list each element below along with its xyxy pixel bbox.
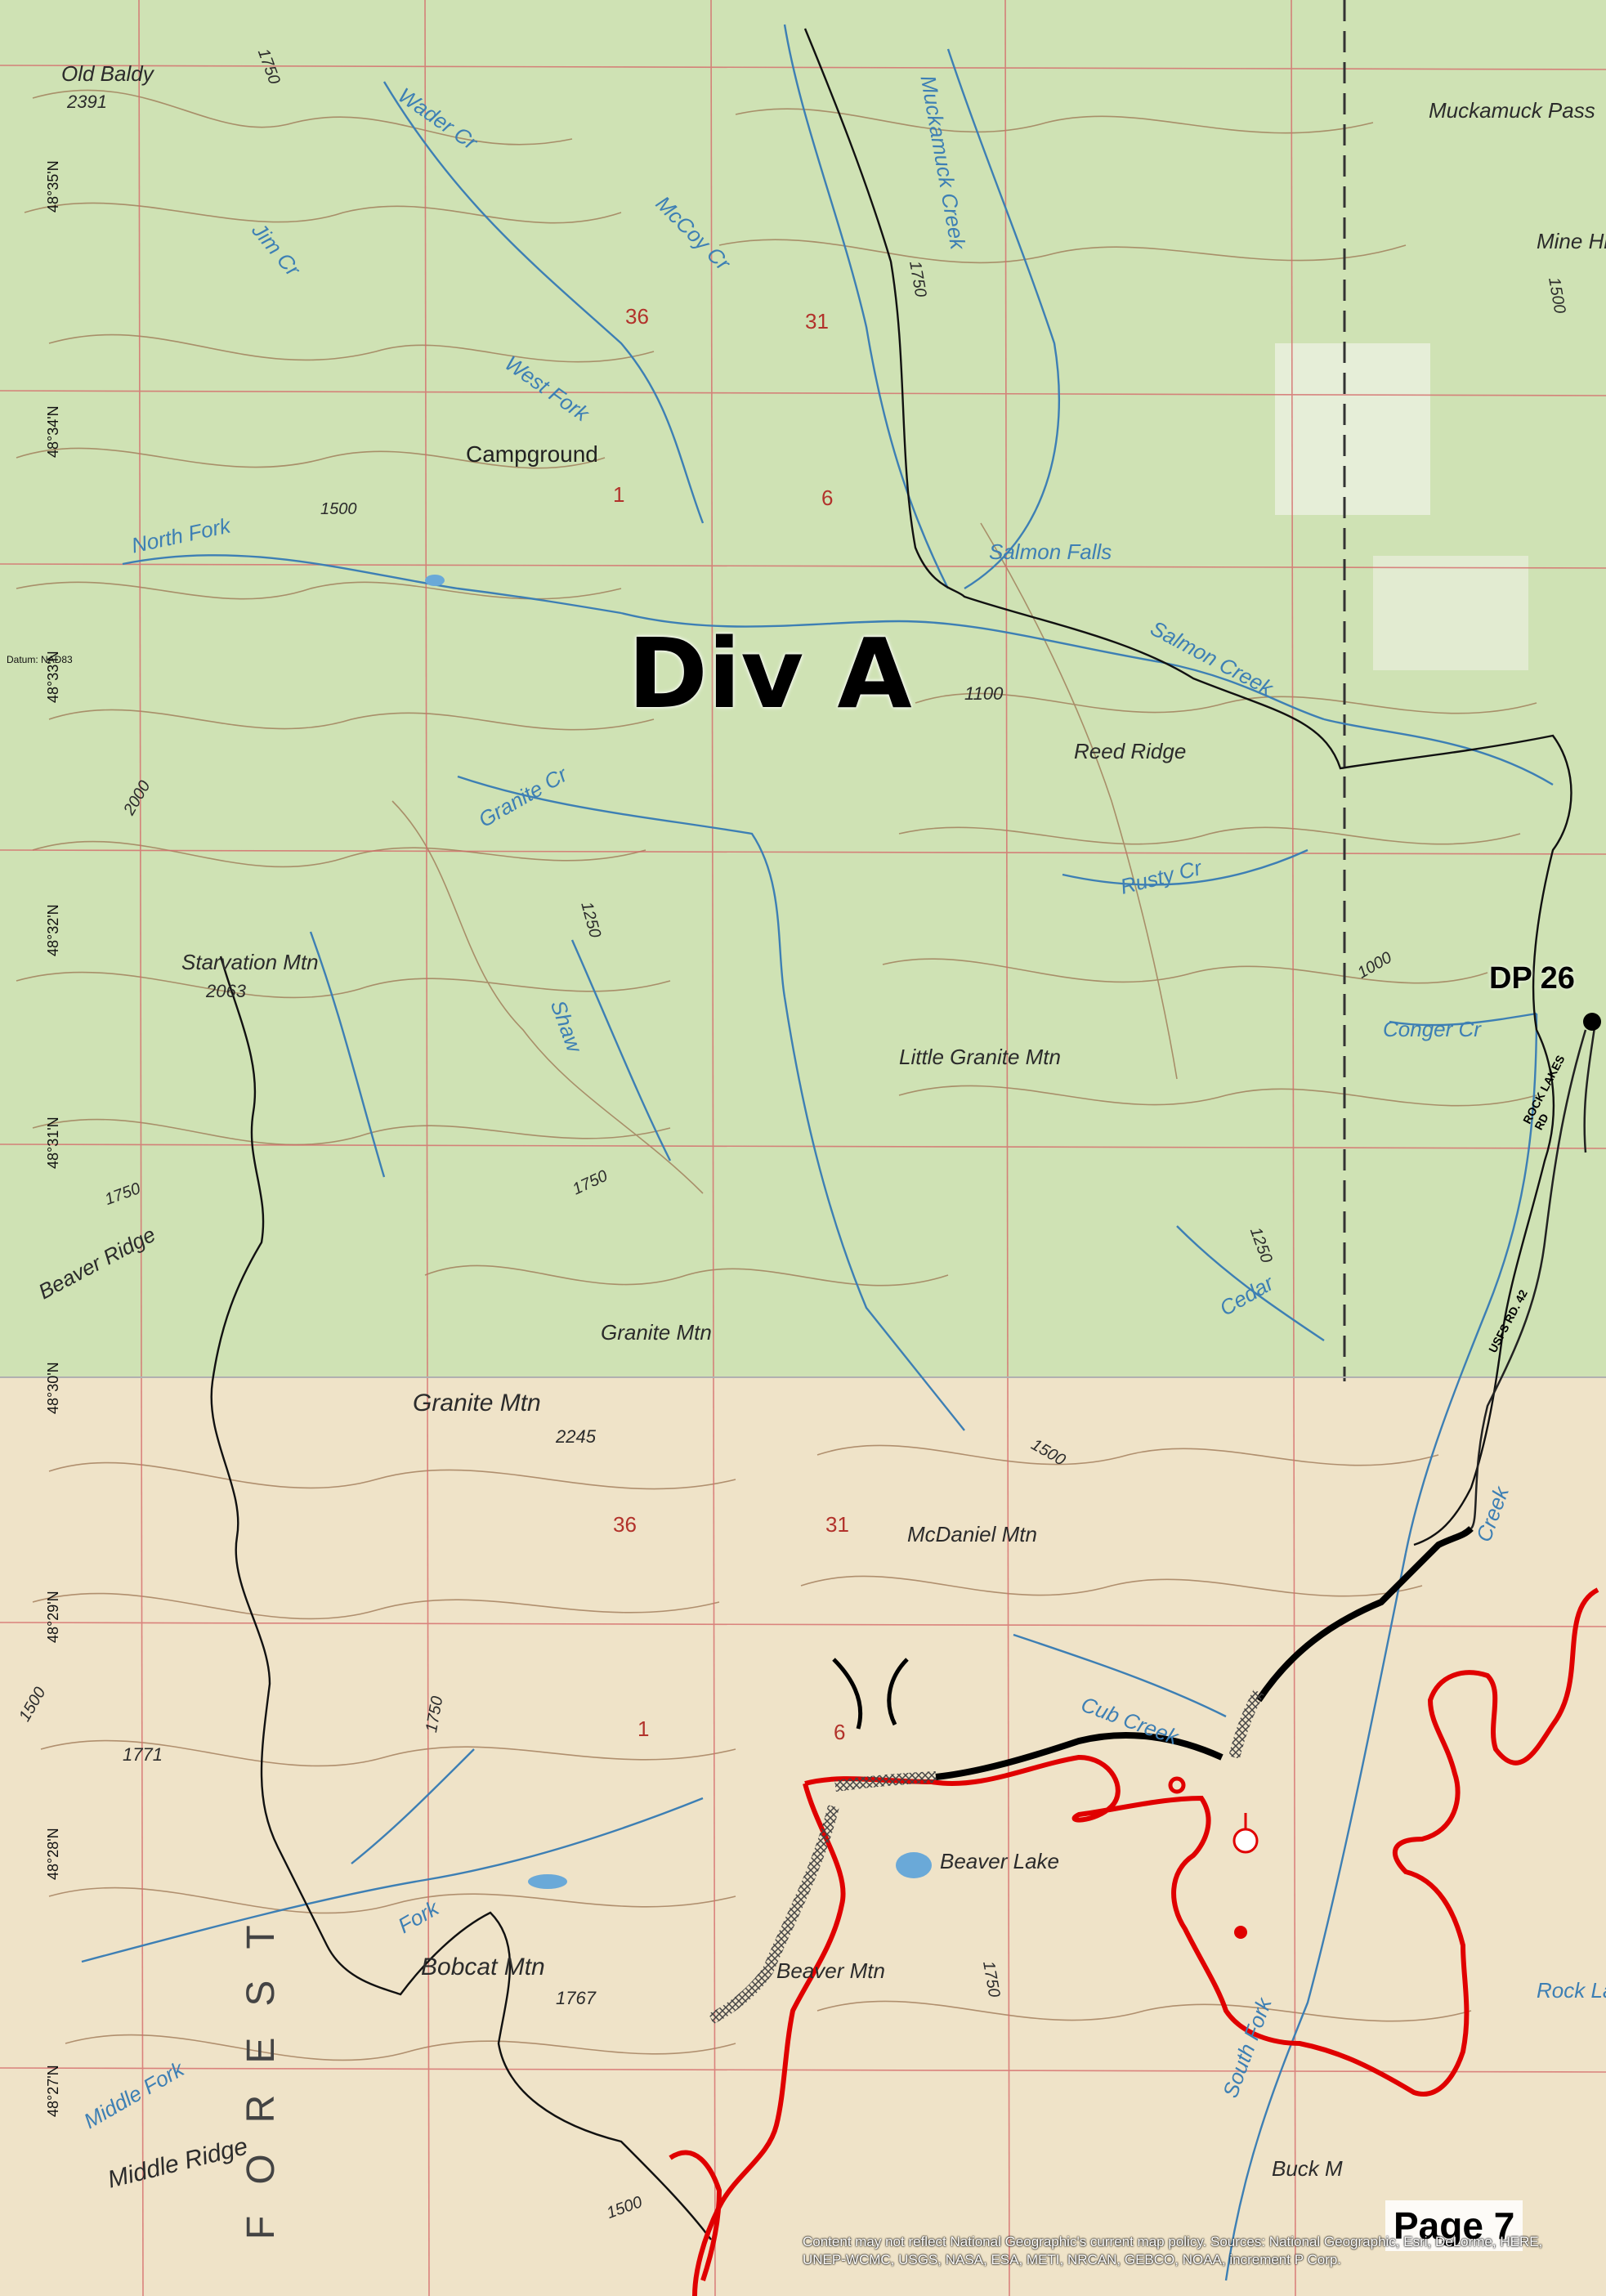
place-campground: Campground bbox=[466, 441, 598, 467]
control-line-completed bbox=[935, 1526, 1474, 1780]
lat-label-4831: 48°31'N bbox=[45, 1117, 61, 1169]
fire-perimeter-sw bbox=[669, 2150, 722, 2281]
place-old-baldy-elev: 2391 bbox=[67, 92, 107, 112]
place-little-granite-mtn: Little Granite Mtn bbox=[899, 1045, 1061, 1069]
lat-label-4828: 48°28'N bbox=[45, 1828, 61, 1880]
place-rock-lake: Rock Lake bbox=[1537, 1978, 1606, 2003]
control-line-planned bbox=[708, 1689, 1264, 2025]
drop-point-label[interactable]: DP 26 bbox=[1489, 961, 1575, 996]
place-reed-ridge: Reed Ridge bbox=[1074, 739, 1187, 763]
place-mcdaniel-mtn: McDaniel Mtn bbox=[907, 1522, 1037, 1546]
page-number: Page 7 bbox=[1385, 2200, 1523, 2251]
place-granite-mtn-elev: 2245 bbox=[556, 1426, 596, 1447]
lat-label-4832: 48°32'N bbox=[45, 904, 61, 956]
pinch-point-symbol bbox=[832, 1658, 909, 1730]
water-salmon-falls: Salmon Falls bbox=[989, 539, 1112, 564]
place-elev-1100: 1100 bbox=[964, 683, 1004, 704]
section-6-north: 6 bbox=[821, 486, 834, 510]
road-rock-lakes bbox=[1583, 1021, 1597, 1153]
section-31-north: 31 bbox=[805, 309, 829, 333]
place-buck-mtn: Buck M bbox=[1272, 2156, 1343, 2181]
drop-point-marker[interactable] bbox=[1583, 1013, 1601, 1031]
small-lake-west bbox=[528, 1874, 567, 1889]
section-1-north: 1 bbox=[613, 482, 625, 507]
section-36-north: 36 bbox=[625, 304, 649, 329]
place-bobcat-mtn: Bobcat Mtn bbox=[421, 1954, 545, 1980]
section-1-south: 1 bbox=[637, 1716, 650, 1741]
map-credit: Content may not reflect National Geograp… bbox=[803, 2234, 1543, 2267]
white-patch-ne bbox=[1275, 343, 1430, 515]
division-label: Div A bbox=[628, 617, 912, 730]
helispot-symbol bbox=[1232, 1828, 1259, 1854]
lat-label-4830: 48°30'N bbox=[45, 1362, 61, 1414]
spot-fire-2 bbox=[1168, 1776, 1186, 1794]
water-conger-cr: Conger Cr bbox=[1383, 1017, 1481, 1041]
place-muckamuck-pass: Muckamuck Pass bbox=[1429, 98, 1595, 123]
spot-fire bbox=[1234, 1926, 1247, 1939]
place-bobcat-elev: 1767 bbox=[556, 1988, 596, 2008]
place-starvation-mtn: Starvation Mtn bbox=[181, 950, 319, 974]
streams bbox=[81, 24, 1554, 2281]
lat-label-4834: 48°34'N bbox=[45, 405, 61, 458]
county-boundary-west bbox=[210, 956, 712, 2240]
lat-label-4829: 48°29'N bbox=[45, 1591, 61, 1643]
place-granite-mtn: Granite Mtn bbox=[413, 1390, 541, 1417]
place-granite-mtn-upper: Granite Mtn bbox=[601, 1320, 712, 1345]
place-mine-hill: Mine Hill bbox=[1537, 229, 1606, 253]
place-beaver-lake: Beaver Lake bbox=[940, 1849, 1059, 1873]
road-usfs-42 bbox=[1470, 1029, 1587, 1529]
pond-north bbox=[425, 575, 445, 586]
section-6-south: 6 bbox=[834, 1720, 846, 1744]
beaver-lake bbox=[896, 1852, 932, 1878]
place-beaver-mtn: Beaver Mtn bbox=[776, 1958, 885, 1983]
place-forest: FOREST bbox=[239, 1894, 283, 2240]
place-starvation-elev: 2063 bbox=[206, 981, 246, 1001]
lat-label-4827: 48°27'N bbox=[45, 2065, 61, 2117]
contour-lines bbox=[16, 89, 1537, 2061]
open-land bbox=[0, 1377, 1606, 2296]
place-old-baldy: Old Baldy bbox=[61, 61, 154, 86]
datum-label: Datum: NAD83 bbox=[7, 654, 73, 665]
place-elev-1771: 1771 bbox=[123, 1744, 163, 1765]
white-patch-e bbox=[1373, 556, 1528, 670]
contour-label-3: 1500 bbox=[320, 500, 357, 518]
section-36-south: 36 bbox=[613, 1512, 637, 1537]
wilderness-boundary bbox=[803, 28, 1572, 1546]
lat-label-4835: 48°35'N bbox=[45, 160, 61, 213]
section-31-south: 31 bbox=[825, 1512, 849, 1537]
fire-perimeter bbox=[804, 1587, 1599, 2097]
